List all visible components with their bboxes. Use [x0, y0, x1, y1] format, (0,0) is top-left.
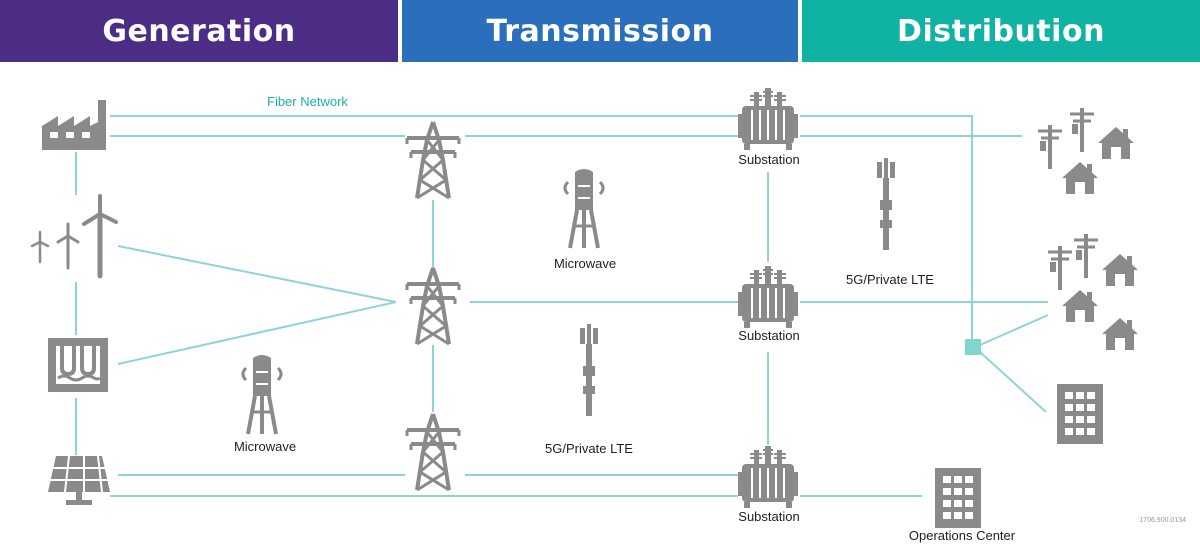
substation-label-top: Substation [738, 152, 799, 167]
houses-icon [1046, 232, 1138, 350]
houses-icon [1036, 106, 1134, 194]
fiber-link [800, 115, 973, 345]
transmission-tower-icon [405, 120, 461, 200]
lte-label-distribution: 5G/Private LTE [846, 272, 934, 287]
transformer-icon [737, 445, 799, 509]
link [117, 245, 397, 303]
microwave-tower-icon [241, 353, 283, 436]
cell-tower-icon [877, 158, 895, 250]
hydro-dam-icon [48, 338, 108, 392]
link [979, 314, 1049, 346]
office-building-icon [1057, 384, 1103, 444]
factory-icon [42, 100, 106, 150]
section-title-distribution: Distribution [897, 13, 1105, 49]
solar-panel-icon [48, 455, 110, 505]
section-header-distribution: Distribution [802, 0, 1200, 62]
section-header-transmission: Transmission [402, 0, 798, 62]
microwave-label-transmission: Microwave [554, 256, 616, 271]
transformer-icon [737, 87, 799, 151]
cell-tower-icon [580, 324, 598, 416]
figure-id: 1706.900.0134 [1139, 517, 1186, 524]
section-title-generation: Generation [102, 13, 296, 49]
link [117, 301, 397, 365]
microwave-label-generation: Microwave [234, 439, 296, 454]
operations-center-label: Operations Center [909, 528, 1016, 543]
substation-label-mid: Substation [738, 328, 799, 343]
fiber-network-label: Fiber Network [267, 94, 348, 109]
transmission-tower-icon [405, 266, 461, 346]
office-building-icon [935, 468, 981, 528]
distribution-node [965, 339, 981, 355]
link [979, 351, 1047, 413]
substation-label-bottom: Substation [738, 509, 799, 524]
section-title-transmission: Transmission [486, 13, 714, 49]
lte-label-transmission: 5G/Private LTE [545, 441, 633, 456]
wind-turbine-icon [30, 194, 118, 279]
transformer-icon [737, 265, 799, 329]
section-header-generation: Generation [0, 0, 398, 62]
transmission-tower-icon [405, 412, 461, 492]
network-links [75, 115, 1049, 497]
microwave-tower-icon [563, 167, 605, 250]
